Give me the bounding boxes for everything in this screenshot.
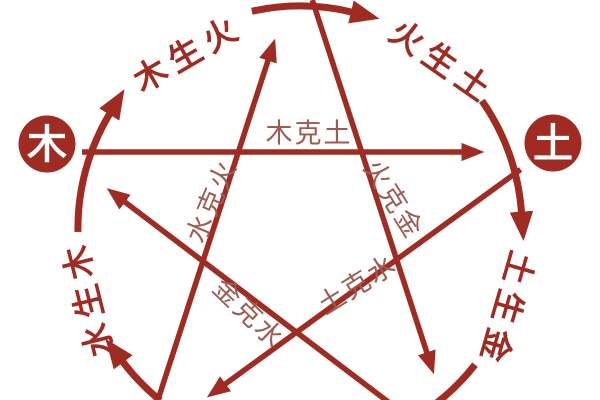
arc-water-to-wood-arrow-icon (105, 338, 163, 400)
generating-cycle-arcs (74, 0, 534, 400)
generating-cycle-labels: 木生火 火生土 土生金 水生木 (54, 6, 542, 373)
wood-element-circle (18, 115, 76, 173)
element-circles: 木 土 (18, 114, 582, 173)
label-earth-overcomes-water: 土克水 (313, 249, 403, 321)
label-water-overcomes-fire: 水克火 (181, 155, 244, 247)
arc-earth-to-metal-segment (434, 362, 478, 400)
line-earth-overcomes-water-arrow-icon (206, 167, 523, 398)
line-fire-overcomes-metal-arrow-icon (309, 0, 436, 375)
label-fire-generates-earth: 火生土 (382, 12, 503, 113)
overcoming-cycle-lines (82, 0, 523, 400)
arc-wood-segment-arrow-icon (74, 89, 125, 232)
line-water-overcomes-fire-arrow-icon (155, 38, 277, 400)
label-earth-generates-metal: 土生金 (471, 247, 542, 373)
arc-wood-to-fire-arrow-icon (251, 0, 380, 24)
label-metal-overcomes-water: 金克水 (206, 273, 290, 356)
earth-element-circle (524, 114, 582, 172)
label-water-generates-wood: 水生木 (54, 235, 121, 361)
label-wood-generates-fire: 木生火 (126, 6, 250, 100)
line-metal-overcomes-wood-arrow-icon (106, 188, 391, 400)
wood-element-label: 木 (27, 122, 67, 168)
earth-element-label: 土 (533, 121, 573, 167)
arc-fire-to-earth-arrow-icon (479, 98, 534, 241)
label-wood-overcomes-earth: 木克土 (266, 119, 353, 150)
label-fire-overcomes-metal: 火克金 (357, 155, 429, 245)
